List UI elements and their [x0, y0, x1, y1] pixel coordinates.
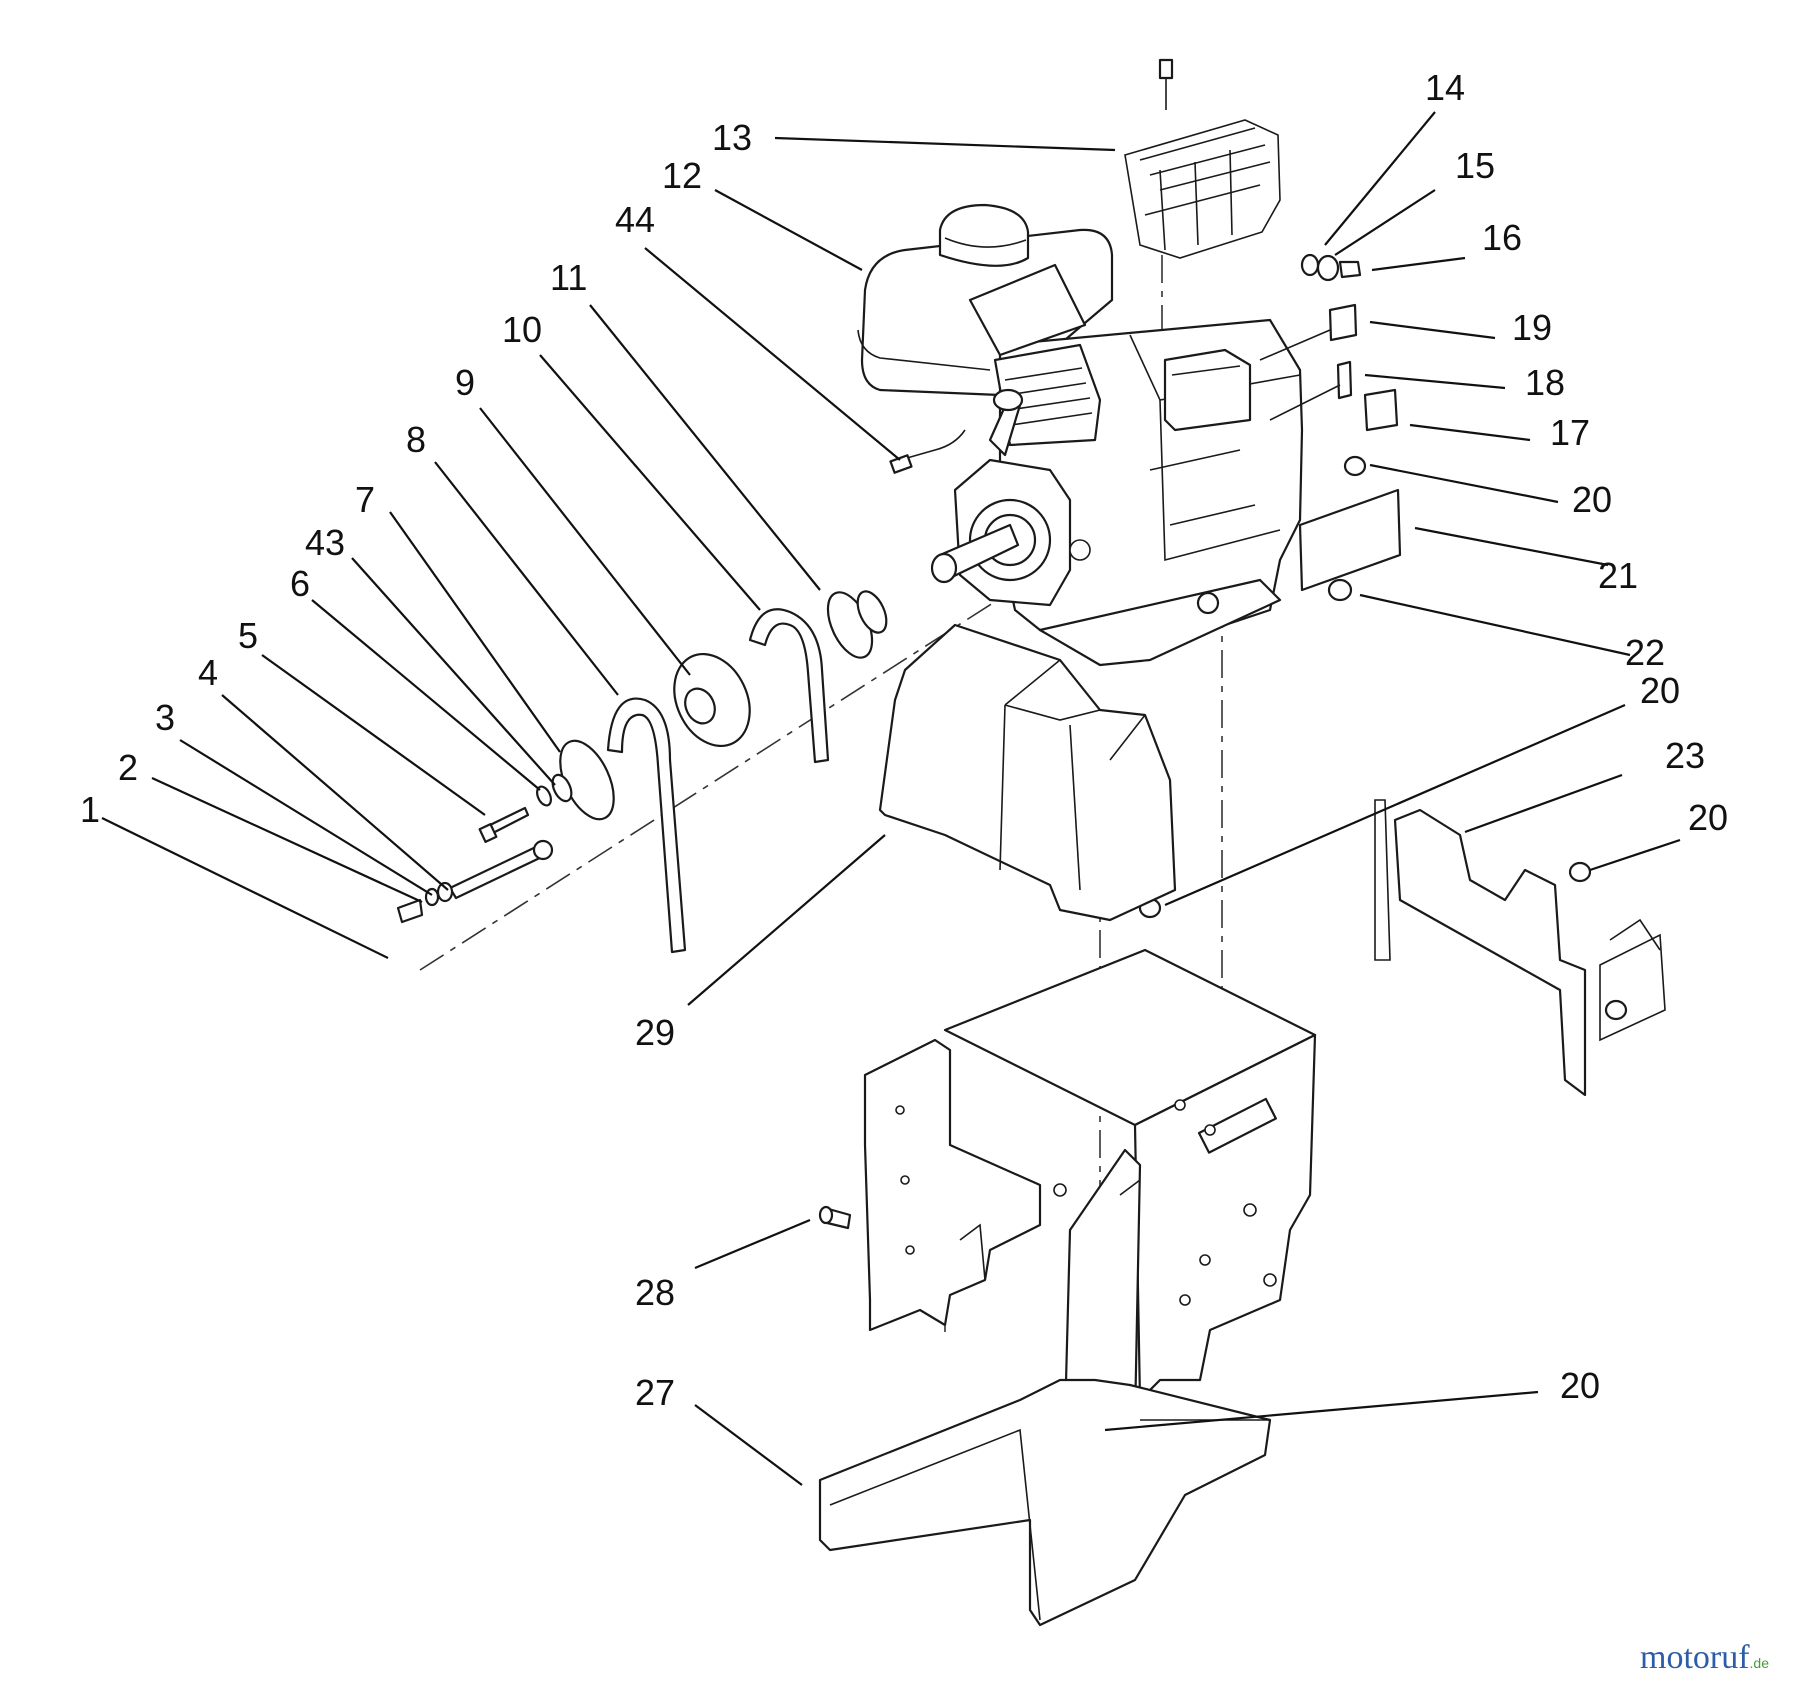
callout-17: 17 — [1550, 412, 1590, 453]
callout-2: 2 — [118, 747, 138, 788]
callout-27: 27 — [635, 1372, 675, 1413]
callout-15: 15 — [1455, 145, 1495, 186]
watermark-logo: motoruf.de — [1640, 1639, 1769, 1676]
callout-18: 18 — [1525, 362, 1565, 403]
callout-21: 21 — [1598, 555, 1638, 596]
muffler-guard — [1124, 58, 1281, 259]
callout-1: 1 — [80, 789, 100, 830]
callout-labels: 1 2 3 4 5 6 43 7 8 9 10 11 44 12 13 14 1… — [80, 67, 1728, 1413]
callout-20-a: 20 — [1572, 479, 1612, 520]
callout-8: 8 — [406, 419, 426, 460]
callout-20-d: 20 — [1560, 1365, 1600, 1406]
callout-20-c: 20 — [1688, 797, 1728, 838]
callout-7: 7 — [355, 479, 375, 520]
callout-22: 22 — [1625, 632, 1665, 673]
pulley-stack — [396, 590, 888, 954]
callout-23: 23 — [1665, 735, 1705, 776]
callout-12: 12 — [662, 155, 702, 196]
callout-10: 10 — [502, 309, 542, 350]
frame — [818, 948, 1317, 1627]
side-shield — [1374, 799, 1666, 1097]
belt-cover — [878, 623, 1177, 922]
hardware-14-16 — [1300, 253, 1362, 282]
callout-28: 28 — [635, 1272, 675, 1313]
callout-4: 4 — [198, 652, 218, 693]
leader-lines — [101, 111, 1681, 1486]
decals — [1259, 303, 1402, 592]
callout-9: 9 — [455, 362, 475, 403]
callout-13: 13 — [712, 117, 752, 158]
svg-text:motoruf.de: motoruf.de — [1640, 1639, 1769, 1676]
bolt-28 — [818, 1205, 852, 1230]
watermark-tld: .de — [1750, 1655, 1770, 1671]
callout-20-b: 20 — [1640, 670, 1680, 711]
callout-5: 5 — [238, 615, 258, 656]
callout-44: 44 — [615, 199, 655, 240]
callout-14: 14 — [1425, 67, 1465, 108]
callout-29: 29 — [635, 1012, 675, 1053]
callout-3: 3 — [155, 697, 175, 738]
callout-6: 6 — [290, 563, 310, 604]
callout-11: 11 — [550, 257, 587, 298]
engine-assembly — [857, 203, 1304, 667]
watermark-brand: motoruf — [1640, 1639, 1750, 1676]
callout-43: 43 — [305, 522, 345, 563]
callout-19: 19 — [1512, 307, 1552, 348]
callout-16: 16 — [1482, 217, 1522, 258]
